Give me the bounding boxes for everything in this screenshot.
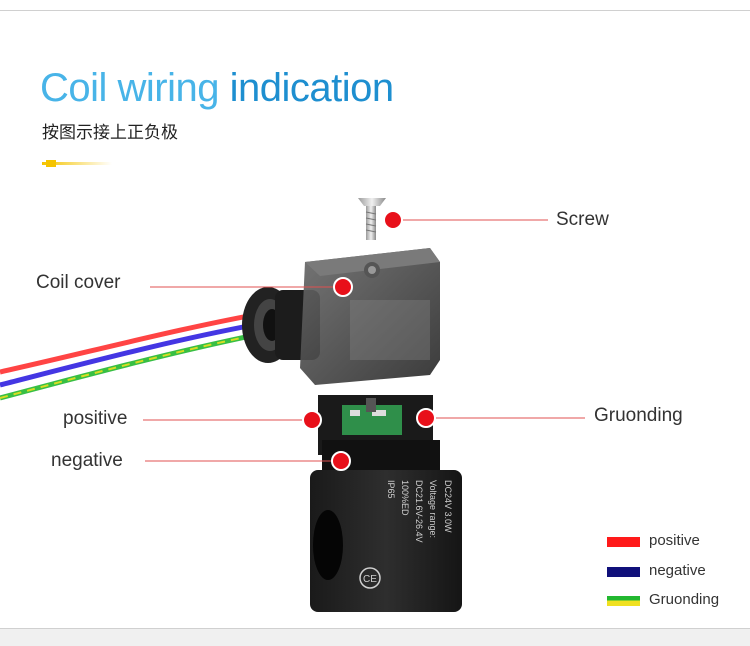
legend-label-positive: positive xyxy=(649,532,700,549)
ce-mark-text: CE xyxy=(363,574,377,585)
leader-lines xyxy=(143,219,585,462)
top-divider xyxy=(0,10,750,11)
bottom-divider xyxy=(0,628,750,629)
label-screw: Screw xyxy=(556,209,609,230)
legend-swatch-negative xyxy=(607,567,640,577)
title-part1: Coil wiring xyxy=(40,66,220,110)
coil-print-line1: DC24V 3.0W xyxy=(443,480,453,533)
screw-marker xyxy=(383,210,403,230)
page-title: Coil wiring indication xyxy=(40,64,394,112)
coil-cover xyxy=(300,248,440,385)
label-grounding: Gruonding xyxy=(594,405,683,426)
bottom-band xyxy=(0,629,750,646)
page-subtitle: 按图示接上正负极 xyxy=(42,123,178,142)
coil-cover-marker xyxy=(333,277,353,297)
coil-print-line2: Voltage range: xyxy=(428,480,438,538)
label-negative: negative xyxy=(51,450,123,471)
label-coil-cover: Coil cover xyxy=(36,272,121,293)
negative-marker xyxy=(331,451,351,471)
legend-swatch-grounding xyxy=(607,596,640,606)
grounding-marker xyxy=(416,408,436,428)
ce-mark-icon xyxy=(359,567,381,589)
coil-print-line3: DC21.6V-26.4V xyxy=(414,480,424,543)
legend-label-negative: negative xyxy=(649,562,706,579)
coil-print-line5: IP65 xyxy=(386,480,396,499)
title-underline-decoration xyxy=(42,158,112,168)
legend-swatch-positive xyxy=(607,537,640,547)
screw-icon xyxy=(358,198,386,240)
wires xyxy=(0,309,271,401)
coil-print-line4: 100%ED xyxy=(400,480,410,516)
label-positive: positive xyxy=(63,408,128,429)
positive-marker xyxy=(302,410,322,430)
legend-label-grounding: Gruonding xyxy=(649,591,720,608)
title-part2: indication xyxy=(229,66,395,110)
